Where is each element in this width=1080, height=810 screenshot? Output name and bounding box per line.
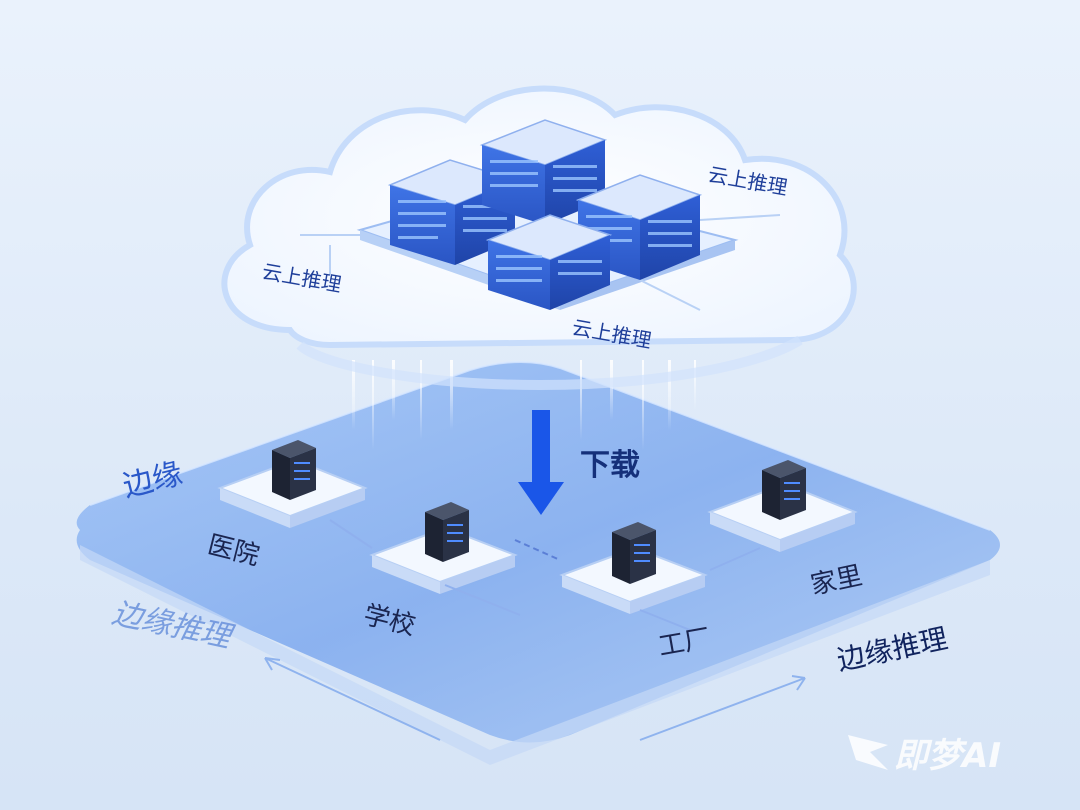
watermark-text: 即梦AI (894, 736, 1001, 776)
watermark-logo-icon (848, 735, 888, 770)
server-tower-hospital (272, 440, 316, 500)
watermark: 即梦AI (842, 728, 1001, 777)
server-tower-home (762, 460, 806, 520)
download-label: 下载 (580, 448, 640, 483)
download-arrow (518, 410, 564, 515)
server-tower-school (425, 502, 469, 562)
edge-connections (329, 519, 761, 631)
bottom-flow-arrows (264, 657, 806, 741)
light-beams (352, 360, 696, 450)
server-tower-factory (612, 522, 656, 584)
datacenter-building-4 (485, 214, 613, 310)
